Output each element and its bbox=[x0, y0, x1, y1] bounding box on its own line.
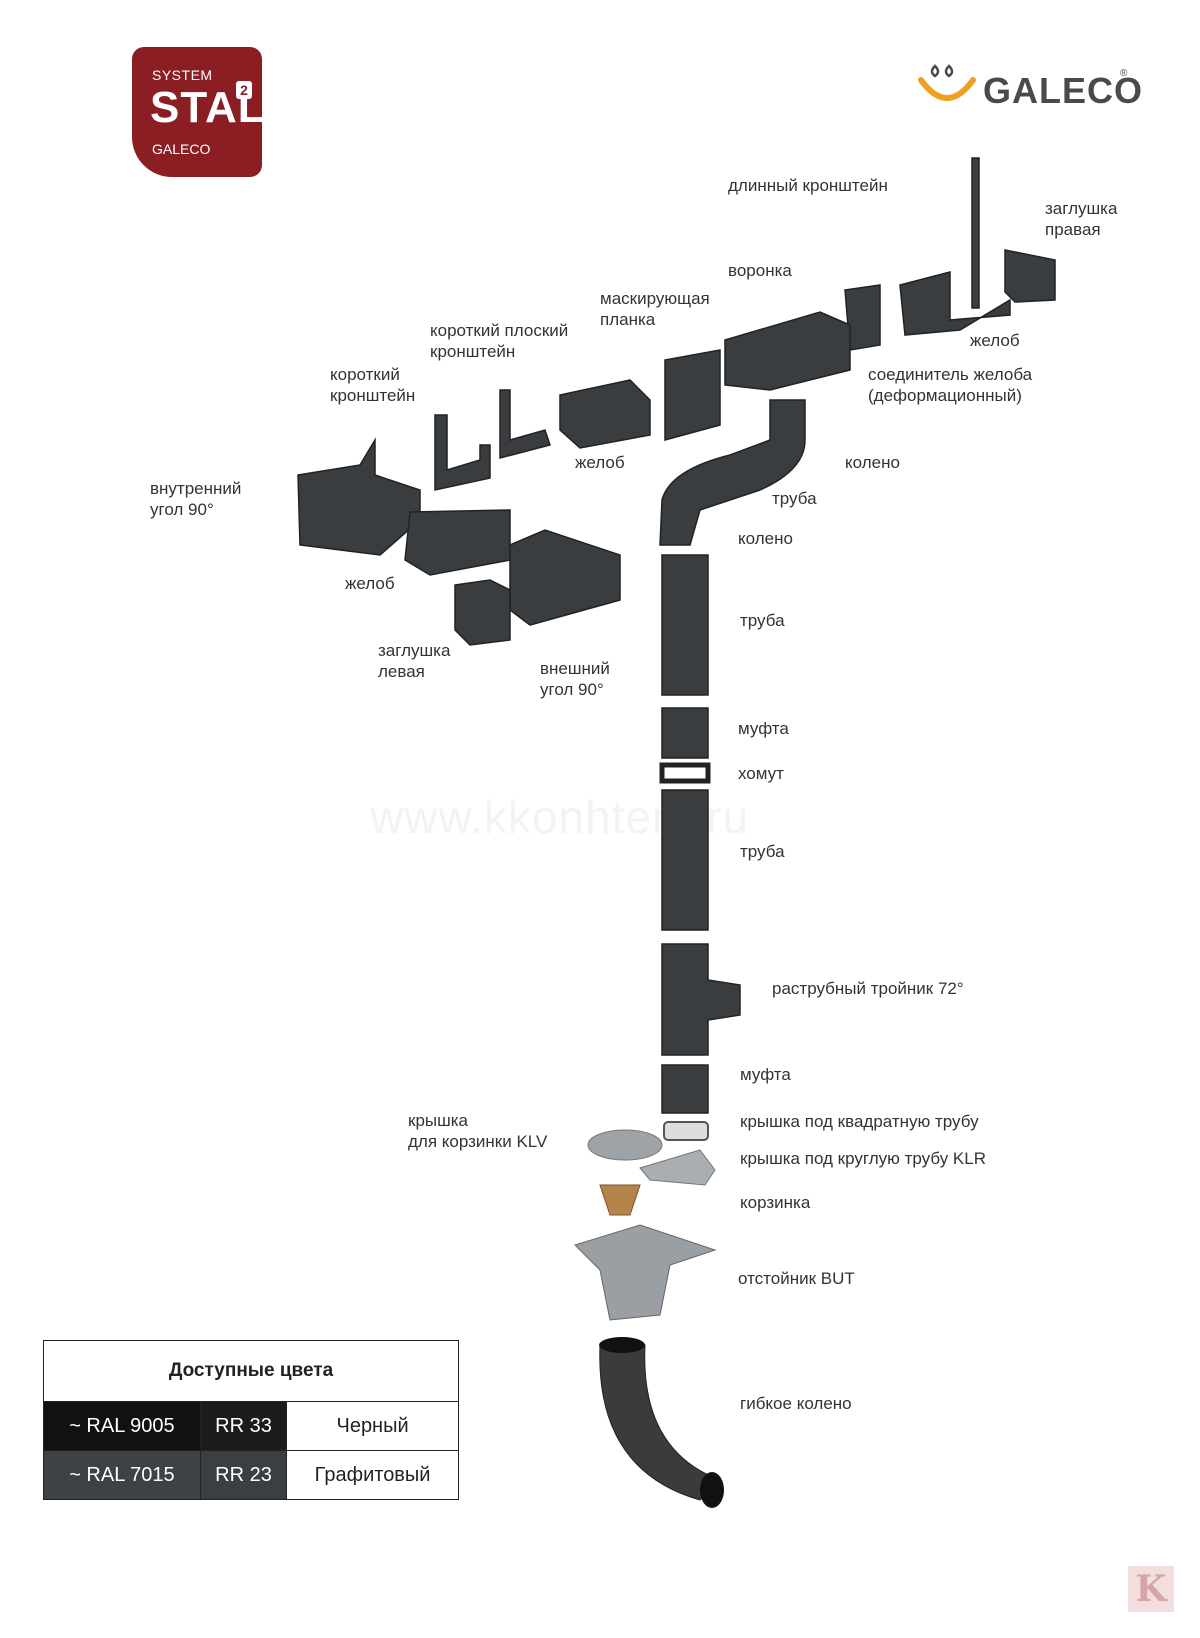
label-gutter-right: желоб bbox=[970, 331, 1020, 350]
masking-strip-shape bbox=[664, 349, 721, 441]
color-name: Графитовый bbox=[286, 1450, 459, 1500]
round-pipe-cover-shape bbox=[639, 1149, 716, 1186]
short-flat-bracket-shape bbox=[499, 389, 551, 459]
label-elbow-2: колено bbox=[738, 529, 793, 548]
flexible-elbow-top-opening bbox=[599, 1337, 645, 1353]
long-bracket-shape bbox=[971, 157, 980, 309]
label-funnel: воронка bbox=[728, 261, 792, 280]
label-clamp: хомут bbox=[738, 764, 784, 783]
table-row: ~ RAL 7015 RR 23 Графитовый bbox=[43, 1450, 459, 1500]
label-outer-corner: внешний угол 90° bbox=[540, 659, 610, 699]
label-short-flat-bracket: короткий плоский кронштейн bbox=[430, 321, 569, 361]
gutter-center-shape bbox=[559, 379, 651, 449]
label-inner-corner: внутренний угол 90° bbox=[150, 479, 242, 519]
stal-logo-galeco: GALECO bbox=[152, 141, 211, 157]
galeco-wordmark: GALECO bbox=[983, 70, 1144, 111]
label-pipe-1: труба bbox=[772, 489, 817, 508]
label-elbow-1: колено bbox=[845, 453, 900, 472]
rr-code: RR 33 bbox=[199, 1401, 288, 1451]
rr-code: RR 23 bbox=[199, 1450, 288, 1500]
label-flexible-elbow: гибкое колено bbox=[740, 1394, 852, 1413]
label-long-bracket: длинный кронштейн bbox=[728, 176, 888, 195]
label-end-cap-right: заглушка правая bbox=[1045, 199, 1118, 239]
ral-code: ~ RAL 9005 bbox=[43, 1401, 201, 1451]
pipe-2-shape bbox=[661, 554, 709, 696]
galeco-registered: ® bbox=[1120, 68, 1128, 79]
end-cap-left-shape bbox=[454, 579, 511, 646]
inner-corner-shape bbox=[297, 437, 421, 556]
gutter-left-shape bbox=[404, 509, 511, 576]
table-row: ~ RAL 9005 RR 33 Черный bbox=[43, 1401, 459, 1451]
colors-table-title: Доступные цвета bbox=[43, 1340, 459, 1402]
label-pipe-2: труба bbox=[740, 611, 785, 630]
label-gutter-connector: соединитель желоба (деформационный) bbox=[868, 365, 1033, 405]
stal-logo-superscript: 2 bbox=[236, 81, 252, 99]
label-basket-cover: крышка для корзинки KLV bbox=[408, 1111, 548, 1151]
label-pipe-3: труба bbox=[740, 842, 785, 861]
gutter-right-shape bbox=[899, 271, 1011, 336]
available-colors-table: Доступные цвета ~ RAL 9005 RR 33 Черный … bbox=[43, 1340, 459, 1500]
galeco-logo: GALECO ® bbox=[915, 52, 1142, 112]
basket-shape bbox=[599, 1184, 641, 1216]
label-end-cap-left: заглушка левая bbox=[378, 641, 451, 681]
coupling-2-shape bbox=[661, 1064, 709, 1114]
label-square-pipe-cover: крышка под квадратную трубу bbox=[740, 1112, 979, 1131]
corner-k-badge: K bbox=[1128, 1566, 1174, 1612]
funnel-shape bbox=[724, 311, 851, 391]
color-name: Черный bbox=[286, 1401, 459, 1451]
label-round-pipe-cover: крышка под круглую трубу KLR bbox=[740, 1149, 986, 1168]
label-sediment-trap: отстойник BUT bbox=[738, 1269, 855, 1288]
square-pipe-cover-shape bbox=[663, 1121, 709, 1141]
tee-shape bbox=[661, 943, 741, 1056]
label-gutter-center: желоб bbox=[575, 453, 625, 472]
label-coupling-1: муфта bbox=[738, 719, 789, 738]
label-coupling-2: муфта bbox=[740, 1065, 791, 1084]
label-short-bracket: короткий кронштейн bbox=[330, 365, 416, 405]
coupling-1-shape bbox=[661, 707, 709, 759]
end-cap-right-shape bbox=[1004, 249, 1056, 303]
flexible-elbow-bottom-opening bbox=[700, 1472, 724, 1508]
short-bracket-shape bbox=[434, 414, 491, 491]
label-tee: раструбный тройник 72° bbox=[772, 979, 964, 998]
pipe-3-shape bbox=[661, 789, 709, 931]
ral-code: ~ RAL 7015 bbox=[43, 1450, 201, 1500]
clamp-shape bbox=[659, 762, 711, 784]
flexible-elbow-shape bbox=[599, 1344, 721, 1501]
stal-logo: SYSTEM STAL 2 GALECO bbox=[132, 47, 265, 177]
label-masking-strip: маскирующая планка bbox=[600, 289, 710, 329]
stal-logo-system: SYSTEM bbox=[152, 67, 213, 83]
elbow-offset-shape bbox=[659, 399, 806, 546]
label-gutter-left: желоб bbox=[345, 574, 395, 593]
basket-cover-shape bbox=[587, 1129, 663, 1161]
label-basket: корзинка bbox=[740, 1193, 811, 1212]
outer-corner-shape bbox=[509, 529, 621, 626]
galeco-smile-icon bbox=[918, 64, 976, 101]
sediment-trap-shape bbox=[574, 1224, 717, 1321]
